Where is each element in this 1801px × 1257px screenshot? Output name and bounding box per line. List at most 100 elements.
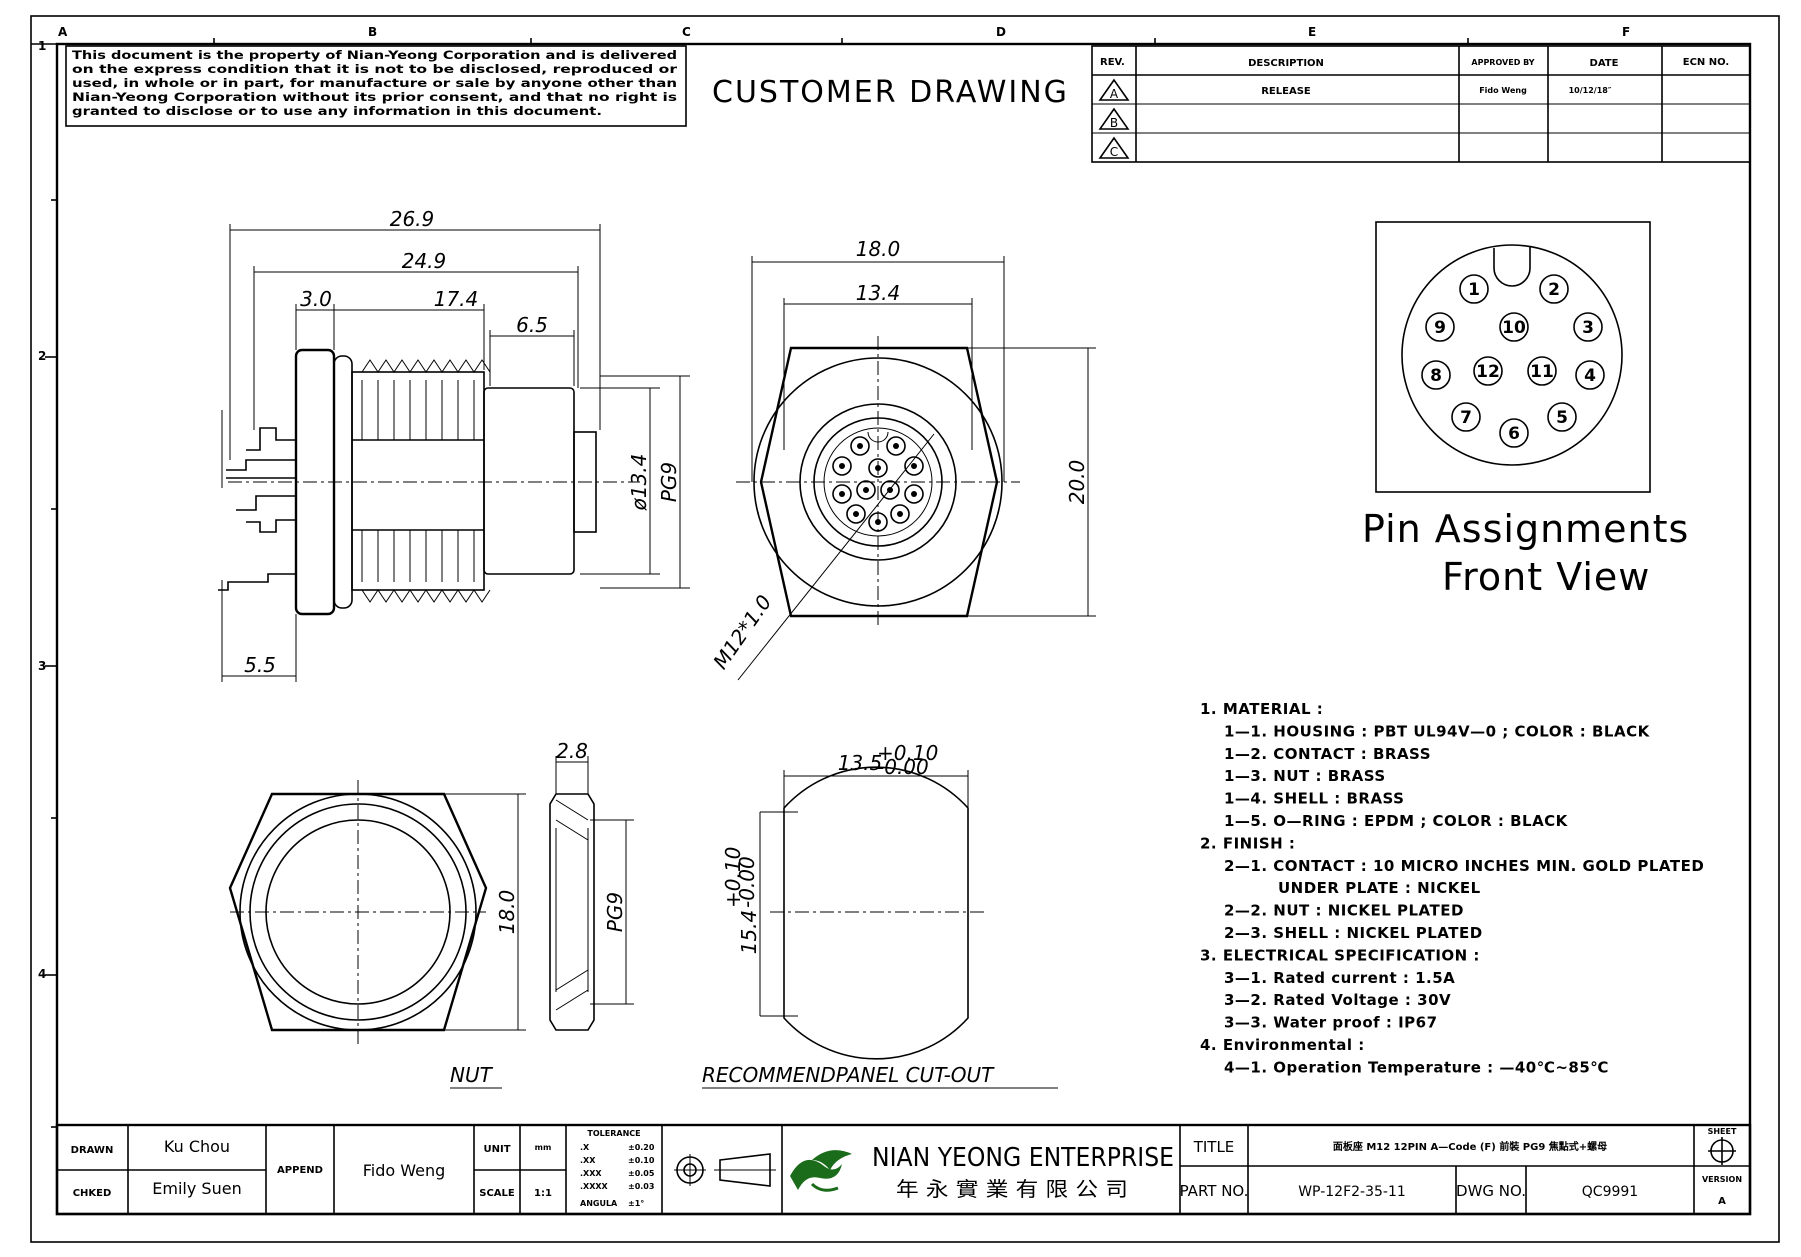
title-value: 面板座 M12 12PIN A—Code (F) 前裝 PG9 焦點式+螺母 <box>1333 1140 1607 1153</box>
dwg-value: QC9991 <box>1582 1184 1638 1200</box>
rev-c-symbol: C <box>1098 136 1130 159</box>
nut-dim-thread-spec: PG9 <box>590 819 634 1005</box>
note-line: 2. FINISH : <box>1200 834 1295 852</box>
part-label: PART NO. <box>1180 1182 1249 1200</box>
rev-header-ecn: ECN NO. <box>1683 57 1729 68</box>
svg-text:-0.00: -0.00 <box>735 856 759 908</box>
nut-dim-thickness: 2.8 <box>555 739 589 794</box>
pin-7: 7 <box>1451 402 1481 432</box>
pin-assignments: 1 2 3 4 5 6 7 8 9 10 11 12 Pin Assignmen… <box>1362 221 1688 599</box>
column-label-e: E <box>1308 25 1316 39</box>
svg-text:20.0: 20.0 <box>1065 460 1089 505</box>
svg-text:18.0: 18.0 <box>495 890 519 935</box>
svg-text:11: 11 <box>1530 362 1554 382</box>
side-dim-diameter: ø13.4 <box>580 387 660 575</box>
front-dim-width: 18.0 <box>751 237 1005 482</box>
column-label-f: F <box>1622 25 1630 39</box>
pin-9: 9 <box>1425 312 1455 342</box>
sheet-label: SHEET <box>1708 1127 1737 1136</box>
note-line: 4—1. Operation Temperature : —40℃~85℃ <box>1224 1058 1609 1076</box>
notes: 1. MATERIAL : 1—1. HOUSING : PBT UL94V—0 … <box>1200 700 1704 1076</box>
tol-key-1: .X <box>580 1143 590 1152</box>
pin-3: 3 <box>1573 312 1603 342</box>
pin-assignments-subtitle: Front View <box>1442 555 1650 599</box>
notice-line-1: This document is the property of Nian-Ye… <box>72 48 677 62</box>
svg-text:9: 9 <box>1434 318 1446 338</box>
note-line: UNDER PLATE : NICKEL <box>1278 879 1481 897</box>
row-label-3: 3 <box>38 659 46 673</box>
svg-text:+0.10: +0.10 <box>721 847 745 908</box>
row-label-1: 1 <box>38 39 46 53</box>
rev-header-description: DESCRIPTION <box>1248 58 1324 69</box>
pin-11: 11 <box>1527 356 1557 386</box>
notice-line-2: on the express condition that it is not … <box>72 62 677 76</box>
tol-val-2: ±0.10 <box>628 1156 655 1165</box>
note-line: 3—3. Water proof : IP67 <box>1224 1014 1438 1032</box>
cutout-dim-width: 13.5 +0.10 -0.00 <box>783 741 969 808</box>
note-line: 1—1. HOUSING : PBT UL94V—0 ; COLOR : BLA… <box>1224 722 1651 740</box>
checked-label: CHKED <box>73 1188 112 1199</box>
rev-header-date: DATE <box>1590 58 1619 69</box>
side-dim-body: 24.9 <box>253 249 579 430</box>
row-markers: 1 2 3 4 <box>38 39 57 1128</box>
tol-val-5: ±1° <box>628 1199 644 1208</box>
notice-box: This document is the property of Nian-Ye… <box>65 45 687 127</box>
checked-value: Emily Suen <box>152 1179 241 1198</box>
company-name-chinese: 年 永 實 業 有 限 公 司 <box>896 1177 1128 1201</box>
svg-text:18.0: 18.0 <box>856 237 901 261</box>
column-label-a: A <box>58 25 68 39</box>
pin-5: 5 <box>1547 402 1577 432</box>
scale-value: 1:1 <box>534 1188 552 1199</box>
note-line: 3—1. Rated current : 1.5A <box>1224 969 1455 987</box>
svg-text:5.5: 5.5 <box>244 653 276 677</box>
dwg-label: DWG NO. <box>1456 1182 1526 1200</box>
note-line: 1—3. NUT : BRASS <box>1224 767 1386 785</box>
pin-10: 10 <box>1499 312 1529 342</box>
notice-line-5: granted to disclose or to use any inform… <box>72 104 602 118</box>
side-dim-pins: 5.5 <box>221 580 297 682</box>
note-line: 3. ELECTRICAL SPECIFICATION : <box>1200 946 1480 964</box>
column-label-d: D <box>996 25 1006 39</box>
svg-text:2: 2 <box>1548 280 1560 300</box>
cutout-label: RECOMMENDPANEL CUT-OUT <box>702 1063 995 1087</box>
version-label: VERSION <box>1702 1175 1742 1184</box>
svg-text:A: A <box>1110 87 1119 101</box>
side-dim-overall: 26.9 <box>229 207 601 460</box>
note-line: 4. Environmental : <box>1200 1036 1365 1054</box>
svg-text:-0.00: -0.00 <box>877 755 929 779</box>
svg-text:6: 6 <box>1508 424 1520 444</box>
scale-label: SCALE <box>479 1188 515 1199</box>
tol-val-3: ±0.05 <box>628 1169 655 1178</box>
sheet-symbol-icon <box>1708 1137 1736 1165</box>
rev-a-approved-by: Fido Weng <box>1479 86 1527 95</box>
drawing-heading: CUSTOMER DRAWING <box>712 75 1069 110</box>
drawn-value: Ku Chou <box>164 1137 230 1156</box>
front-dim-height: 20.0 <box>967 347 1096 617</box>
nut-dim-height: 18.0 <box>444 793 526 1031</box>
rev-b-symbol: B <box>1098 107 1130 130</box>
pin-8: 8 <box>1421 360 1451 390</box>
note-line: 1. MATERIAL : <box>1200 700 1323 718</box>
svg-text:24.9: 24.9 <box>402 249 447 273</box>
note-line: 1—4. SHELL : BRASS <box>1224 790 1404 808</box>
part-value: WP-12F2-35-11 <box>1298 1184 1406 1200</box>
rev-a-symbol: A <box>1098 78 1130 101</box>
svg-text:10: 10 <box>1502 318 1526 338</box>
tolerance-title: TOLERANCE <box>587 1129 640 1138</box>
svg-text:M12*1.0: M12*1.0 <box>708 590 776 673</box>
version-value: A <box>1718 1196 1726 1207</box>
company-logo-icon <box>790 1150 852 1192</box>
svg-text:ø13.4: ø13.4 <box>627 454 651 512</box>
svg-text:PG9: PG9 <box>603 892 627 932</box>
row-label-4: 4 <box>38 967 46 981</box>
side-dim-flange: 3.0 <box>300 287 332 311</box>
pin-6: 6 <box>1499 418 1529 448</box>
tol-key-5: ANGULA <box>580 1199 618 1208</box>
side-dim-thread: 17.4 <box>434 287 479 311</box>
front-dim-inner: 13.4 <box>783 281 973 450</box>
note-line: 1—2. CONTACT : BRASS <box>1224 745 1431 763</box>
cutout-view: 13.5 +0.10 -0.00 15.4 +0.10 -0.00 RECOMM… <box>702 741 1058 1089</box>
append-value: Fido Weng <box>363 1161 446 1180</box>
unit-value: mm <box>535 1143 552 1152</box>
